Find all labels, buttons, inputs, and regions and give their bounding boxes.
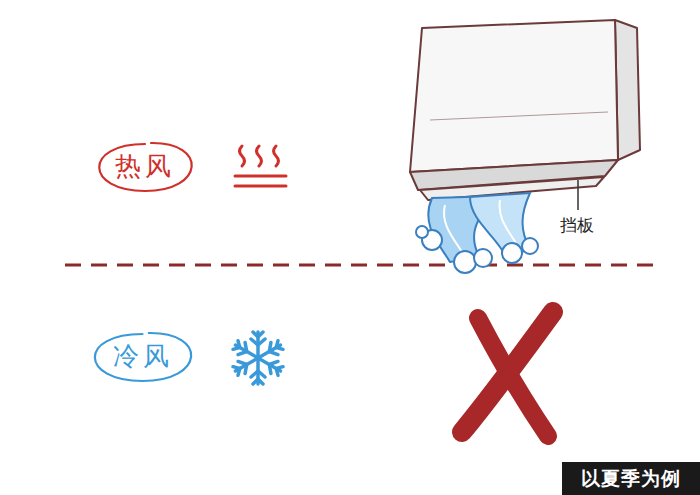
note-box: 以夏季为例 bbox=[562, 462, 700, 495]
air-conditioner bbox=[410, 20, 640, 200]
hot-air-oval: 热风 bbox=[85, 140, 205, 193]
node-text: 以夏季为例 bbox=[581, 466, 681, 492]
heat-symbol bbox=[235, 146, 286, 186]
node-text: 冷风 bbox=[113, 339, 173, 374]
cold-air-oval: 冷风 bbox=[80, 330, 205, 383]
divider-line bbox=[65, 264, 656, 267]
cross-mark bbox=[462, 312, 553, 436]
snowflake-symbol bbox=[232, 332, 284, 384]
air-flow bbox=[416, 193, 538, 273]
part-label: 挡板 bbox=[560, 214, 594, 237]
leader-line bbox=[577, 180, 579, 210]
node-text: 热风 bbox=[115, 149, 175, 184]
